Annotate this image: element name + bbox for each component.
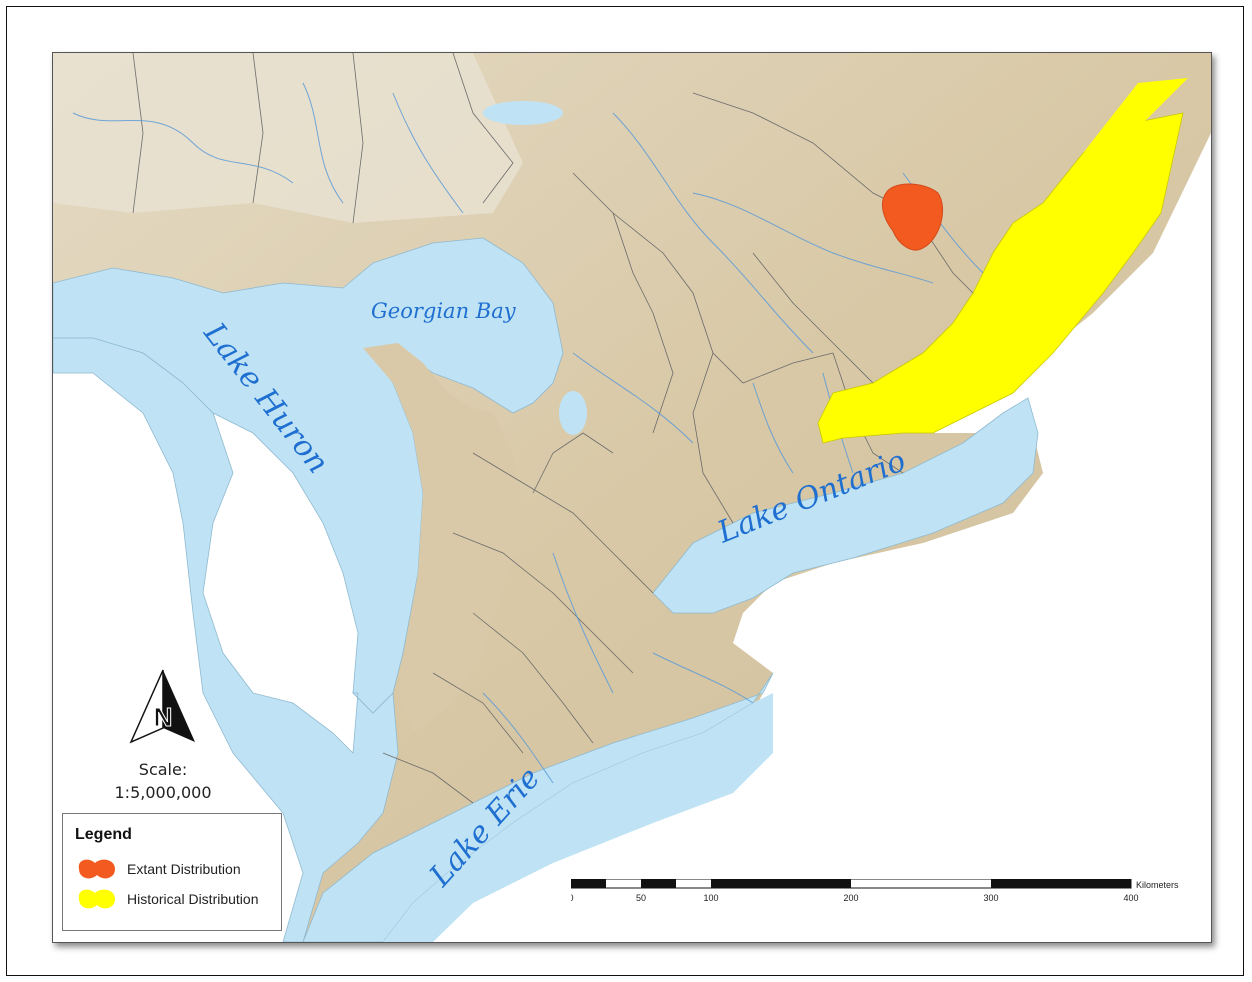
scale-bar: 0 50 100 200 300 400 Kilometers xyxy=(571,879,1179,903)
scalebar-unit: Kilometers xyxy=(1136,880,1179,890)
map-canvas: Georgian Bay Lake Huron Lake Ontario Lak… xyxy=(53,53,1211,942)
legend-item-historical: Historical Distribution xyxy=(75,884,269,914)
legend-label-historical: Historical Distribution xyxy=(127,891,259,907)
scalebar-tick-50: 50 xyxy=(636,893,646,903)
lake-simcoe xyxy=(559,391,587,435)
legend: Legend Extant Distribution Historical Di… xyxy=(62,813,282,931)
scalebar-tick-400: 400 xyxy=(1123,893,1138,903)
scalebar-seg-4 xyxy=(991,879,1131,888)
lake-huron-west xyxy=(53,337,399,942)
scalebar-tick-200: 200 xyxy=(843,893,858,903)
legend-title: Legend xyxy=(75,826,132,843)
north-arrow-icon: N xyxy=(129,669,195,744)
scalebar-tick-0: 0 xyxy=(571,893,574,903)
bruce-peninsula xyxy=(363,343,523,733)
lake-ontario-water xyxy=(652,397,1039,614)
legend-item-extant: Extant Distribution xyxy=(75,854,269,884)
extant-distribution-area xyxy=(882,183,944,251)
lake-erie-body xyxy=(383,693,773,942)
lake-nipissing xyxy=(483,101,563,125)
historical-swatch-icon xyxy=(78,889,115,909)
georgian-bay-label: Georgian Bay xyxy=(371,299,517,323)
scale-ratio: 1:5,000,000 xyxy=(114,783,212,802)
scalebar-seg-3 xyxy=(711,879,851,888)
outside-area xyxy=(353,133,1211,942)
lake-erie-water xyxy=(302,672,774,942)
scalebar-tick-300: 300 xyxy=(983,893,998,903)
legend-label-extant: Extant Distribution xyxy=(127,861,241,877)
map-frame: Georgian Bay Lake Huron Lake Ontario Lak… xyxy=(52,52,1212,943)
shield-terrain xyxy=(53,53,523,223)
historical-distribution-area xyxy=(817,112,1184,444)
svg-text:N: N xyxy=(154,702,173,732)
scale-label: Scale: xyxy=(138,760,188,779)
historical-distribution-north xyxy=(1083,78,1188,153)
scale-text: Scale: 1:5,000,000 xyxy=(93,758,233,804)
outer-frame xyxy=(6,6,1244,976)
scalebar-tick-100: 100 xyxy=(703,893,718,903)
rivers xyxy=(72,82,984,784)
extant-swatch-icon xyxy=(78,859,115,879)
scalebar-seg-1 xyxy=(571,879,606,888)
scalebar-seg-2 xyxy=(641,879,676,888)
